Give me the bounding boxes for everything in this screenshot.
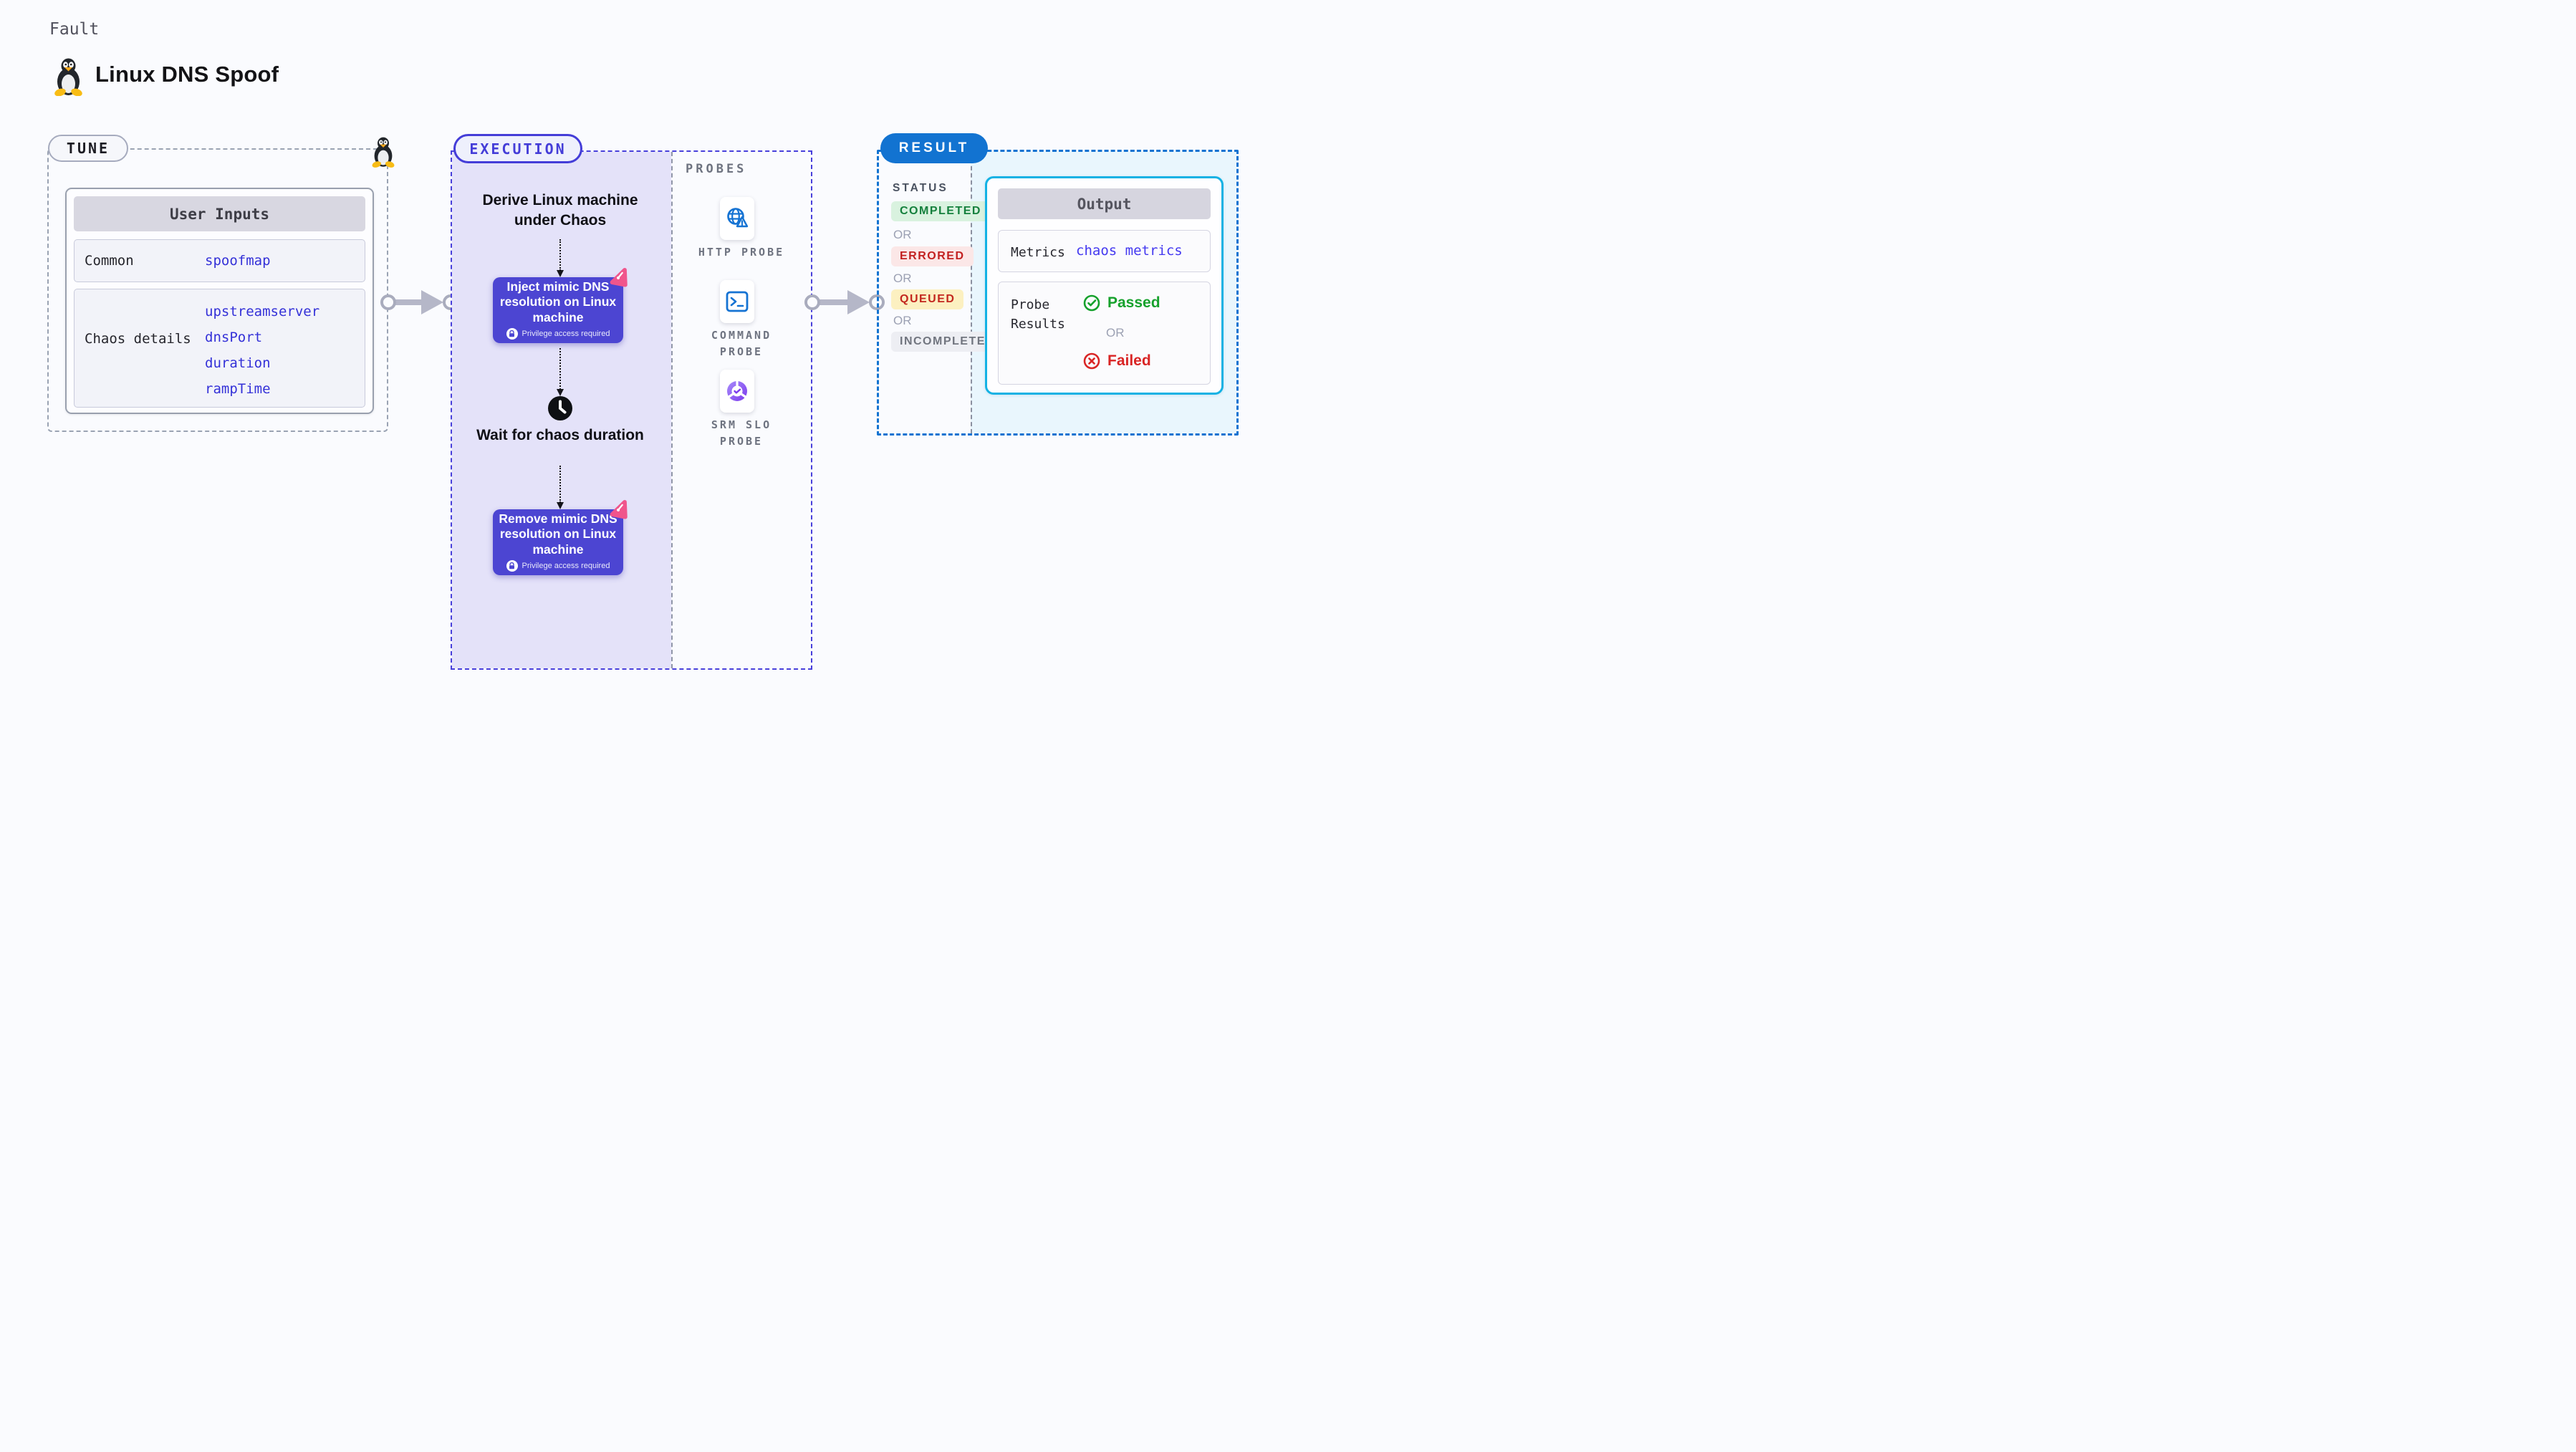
- chaos-metrics-link[interactable]: chaos metrics: [1076, 243, 1183, 259]
- page-title: Linux DNS Spoof: [95, 62, 279, 87]
- srm-slo-probe-label: SRM SLO PROBE: [711, 418, 772, 448]
- connector-circle-icon: [804, 294, 820, 310]
- arrowhead-icon: [847, 290, 870, 314]
- clock-icon: [548, 396, 572, 420]
- probe-results-row: Probe Results Passed OR Failed: [998, 282, 1211, 385]
- check-circle-icon: [1083, 294, 1100, 312]
- command-probe-card: [720, 280, 754, 323]
- down-arrow-icon: [556, 239, 564, 277]
- or-separator: OR: [893, 228, 912, 241]
- status-badge-queued: QUEUED: [891, 289, 964, 309]
- down-arrow-icon: [556, 348, 564, 396]
- execution-to-result-arrow: [804, 290, 885, 314]
- probe-results-label: Probe Results: [1011, 297, 1065, 332]
- diagram-canvas: Fault Linux DNS Spoof TUNE User Inputs C…: [0, 0, 1288, 726]
- inject-node-title: Inject mimic DNS resolution on Linux mac…: [499, 279, 617, 324]
- input-value-ramptime[interactable]: rampTime: [205, 381, 271, 397]
- input-value-dnsport[interactable]: dnsPort: [205, 330, 263, 345]
- tune-to-execution-arrow: [380, 290, 458, 314]
- terminal-icon: [726, 291, 749, 312]
- passed-verdict: Passed: [1083, 294, 1160, 312]
- output-header: Output: [998, 188, 1211, 219]
- globe-alert-icon: [727, 208, 749, 228]
- http-probe-card: [720, 197, 754, 240]
- tune-section-pill: TUNE: [48, 135, 128, 162]
- privilege-note: Privilege access required: [506, 560, 610, 572]
- privilege-note-text: Privilege access required: [522, 562, 610, 571]
- failed-label: Failed: [1107, 352, 1151, 369]
- http-probe-label: HTTP PROBE: [698, 246, 785, 259]
- input-row-chaos-details: Chaos details upstreamserver dnsPort dur…: [74, 289, 365, 408]
- status-badge-incompleted: INCOMPLETED: [891, 332, 1004, 352]
- command-probe-label: COMMAND PROBE: [711, 329, 772, 358]
- metrics-row: Metrics chaos metrics: [998, 230, 1211, 272]
- tux-penguin-small-icon: [372, 137, 395, 168]
- or-separator: OR: [1106, 326, 1125, 340]
- derive-step-text: Derive Linux machine under Chaos: [482, 192, 638, 229]
- wait-step-text: Wait for chaos duration: [476, 427, 644, 443]
- input-value-upstreamserver[interactable]: upstreamserver: [205, 304, 320, 319]
- litmus-chaos-icon: [610, 499, 628, 519]
- privilege-note: Privilege access required: [506, 328, 610, 340]
- execution-section-pill: EXECUTION: [453, 134, 582, 163]
- input-value-duration[interactable]: duration: [205, 355, 271, 371]
- output-card: Output Metrics chaos metrics Probe Resul…: [985, 176, 1224, 395]
- remove-node-title: Remove mimic DNS resolution on Linux mac…: [499, 511, 617, 557]
- status-badge-errored: ERRORED: [891, 246, 974, 266]
- status-title: STATUS: [893, 182, 948, 194]
- user-inputs-header: User Inputs: [74, 196, 365, 231]
- input-row-common: Common spoofmap: [74, 239, 365, 282]
- down-arrow-icon: [556, 466, 564, 509]
- remove-chaos-node: Remove mimic DNS resolution on Linux mac…: [493, 509, 623, 575]
- x-circle-icon: [1083, 352, 1100, 370]
- litmus-chaos-icon: [610, 267, 628, 287]
- probes-panel-label: PROBES: [686, 162, 747, 176]
- passed-label: Passed: [1107, 294, 1160, 311]
- input-value-spoofmap[interactable]: spoofmap: [205, 253, 271, 269]
- status-badge-completed: COMPLETED: [891, 201, 990, 221]
- arrowhead-icon: [421, 290, 443, 314]
- lock-icon: [506, 328, 518, 340]
- input-row-label: Common: [85, 253, 134, 269]
- input-row-label: Chaos details: [85, 331, 191, 347]
- connector-circle-icon: [380, 294, 396, 310]
- fault-kicker: Fault: [49, 20, 100, 39]
- srm-slo-probe-card: [720, 370, 754, 413]
- tune-section-box: [47, 148, 388, 432]
- metrics-label: Metrics: [1011, 245, 1065, 260]
- privilege-note-text: Privilege access required: [522, 330, 610, 339]
- failed-verdict: Failed: [1083, 352, 1151, 370]
- or-separator: OR: [893, 271, 912, 285]
- or-separator: OR: [893, 314, 912, 327]
- user-inputs-card: User Inputs Common spoofmap Chaos detail…: [65, 188, 374, 414]
- result-section-pill: RESULT: [880, 133, 988, 163]
- slo-donut-icon: [727, 380, 747, 401]
- lock-icon: [506, 560, 518, 572]
- tux-penguin-icon: [54, 58, 82, 96]
- inject-chaos-node: Inject mimic DNS resolution on Linux mac…: [493, 277, 623, 343]
